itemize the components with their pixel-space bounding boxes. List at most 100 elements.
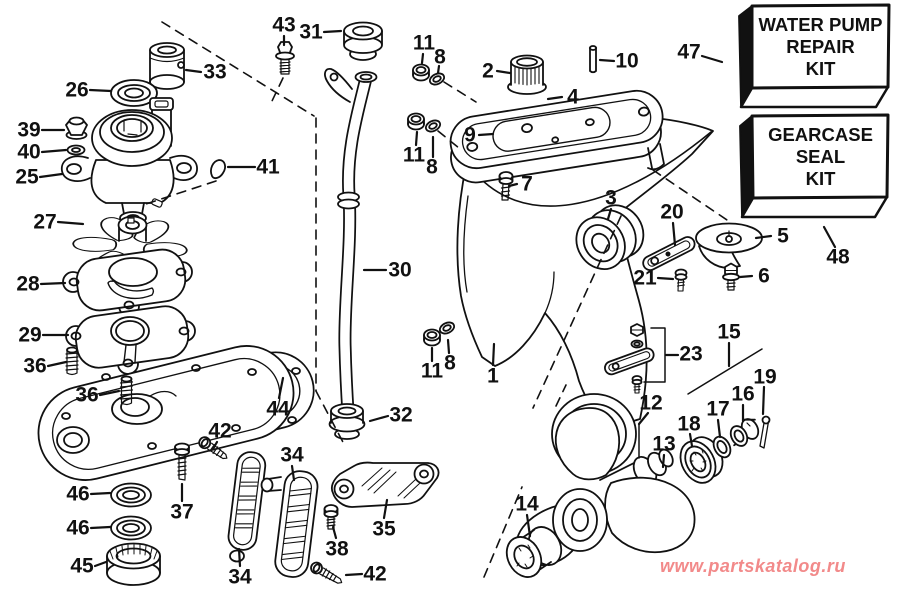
gasket-29 — [65, 305, 196, 375]
callout-20: 20 — [660, 200, 684, 224]
screw-42-lower — [310, 561, 343, 584]
driveshaft-sleeve-33 — [149, 42, 185, 90]
callout-41: 41 — [256, 155, 280, 179]
leader-20 — [671, 221, 677, 247]
callout-5: 5 — [777, 224, 789, 248]
seal-46-upper — [110, 482, 152, 508]
leader-3 — [606, 207, 613, 221]
leader-34 — [237, 547, 242, 568]
callout-35: 35 — [372, 517, 396, 541]
callout-23: 23 — [679, 342, 703, 366]
leader-7 — [507, 182, 519, 188]
kit-line: REPAIR — [786, 36, 855, 57]
trim-tab-anode-5 — [695, 222, 763, 269]
prop-nut-16 — [729, 418, 760, 447]
washer-40 — [66, 144, 86, 156]
screw-42-upper — [198, 436, 228, 460]
leader-45 — [93, 560, 108, 568]
callout-15: 15 — [717, 320, 741, 344]
leader-21 — [656, 276, 675, 281]
needle-bearing-45 — [106, 542, 161, 586]
leader-38 — [331, 525, 338, 540]
cotter-pin-19 — [759, 415, 771, 449]
leader-6 — [738, 274, 754, 279]
callout-1: 1 — [487, 364, 499, 388]
callout-4: 4 — [567, 85, 579, 109]
leader-33 — [184, 68, 203, 74]
prop-blade-top — [555, 407, 621, 481]
screw-36-second — [119, 375, 134, 406]
callout-46: 46 — [66, 516, 90, 540]
water-tube-grommet-bottom — [328, 403, 366, 440]
leader-5 — [754, 234, 773, 240]
callout-6: 6 — [758, 264, 770, 288]
leader-2 — [495, 69, 512, 75]
callout-12: 12 — [639, 391, 663, 415]
leader-9 — [477, 132, 495, 137]
callout-45: 45 — [70, 554, 94, 578]
callout-43: 43 — [272, 13, 296, 37]
callout-34: 34 — [228, 565, 252, 589]
callout-36: 36 — [75, 383, 99, 407]
prop-hub-ring — [552, 488, 608, 552]
head-plate-tabs — [647, 143, 665, 171]
washer-8-bottom — [438, 321, 456, 335]
screw-38 — [323, 504, 339, 530]
locknut-39 — [65, 116, 88, 140]
leader-19 — [761, 385, 766, 416]
plug-11-mid — [407, 112, 425, 131]
anode-kit-23 — [604, 323, 655, 394]
kit-box-gearcase-seal — [739, 113, 890, 219]
intake-screen-34-left — [227, 451, 267, 563]
leader-34 — [290, 464, 296, 482]
bolt-6 — [722, 262, 740, 291]
leader-8 — [436, 64, 441, 75]
kit-line: WATER PUMP — [758, 14, 883, 35]
seal-46-lower — [110, 515, 152, 541]
leader-32 — [368, 414, 390, 423]
leader-17 — [716, 418, 722, 439]
leader-26 — [88, 88, 113, 93]
callout-10: 10 — [615, 49, 639, 73]
callout-3: 3 — [605, 186, 617, 210]
bracket-15 — [687, 348, 763, 395]
key-41 — [210, 159, 226, 180]
leader-47 — [700, 54, 724, 64]
leader-40 — [40, 148, 68, 154]
callout-30: 30 — [388, 258, 412, 282]
callout-44: 44 — [266, 397, 290, 421]
callout-25: 25 — [15, 165, 39, 189]
leader-12 — [637, 411, 650, 426]
callout-16: 16 — [731, 382, 755, 406]
callout-8: 8 — [426, 155, 438, 179]
callout-7: 7 — [521, 172, 533, 196]
callout-2: 2 — [482, 59, 494, 83]
water-pump-housing-25 — [60, 97, 198, 225]
leader-1 — [491, 342, 496, 367]
kit-box-gearcase-seal-label: GEARCASE SEAL KIT — [753, 124, 888, 190]
leader-11 — [420, 52, 425, 65]
callout-11: 11 — [420, 359, 444, 383]
callout-18: 18 — [677, 412, 701, 436]
screw-37 — [174, 442, 190, 481]
callout-28: 28 — [16, 272, 40, 296]
callout-40: 40 — [17, 140, 41, 164]
leader-36 — [98, 389, 121, 397]
leader-28 — [39, 281, 67, 286]
pump-base-plate — [37, 345, 295, 481]
callout-9: 9 — [464, 123, 476, 147]
leader-14 — [525, 513, 532, 538]
leader-27 — [56, 220, 85, 226]
washer-8-top — [428, 72, 446, 86]
leader-46 — [89, 491, 112, 496]
kit-line: SEAL — [795, 146, 846, 167]
plug-11-bottom — [423, 328, 441, 347]
screw-7 — [498, 171, 514, 201]
driveshaft-bushing-2 — [507, 54, 547, 95]
callout-42: 42 — [208, 419, 232, 443]
gearcase-head-plate-4 — [449, 89, 664, 184]
bolt-43 — [275, 41, 295, 75]
callout-21: 21 — [633, 266, 657, 290]
callout-29: 29 — [18, 323, 42, 347]
